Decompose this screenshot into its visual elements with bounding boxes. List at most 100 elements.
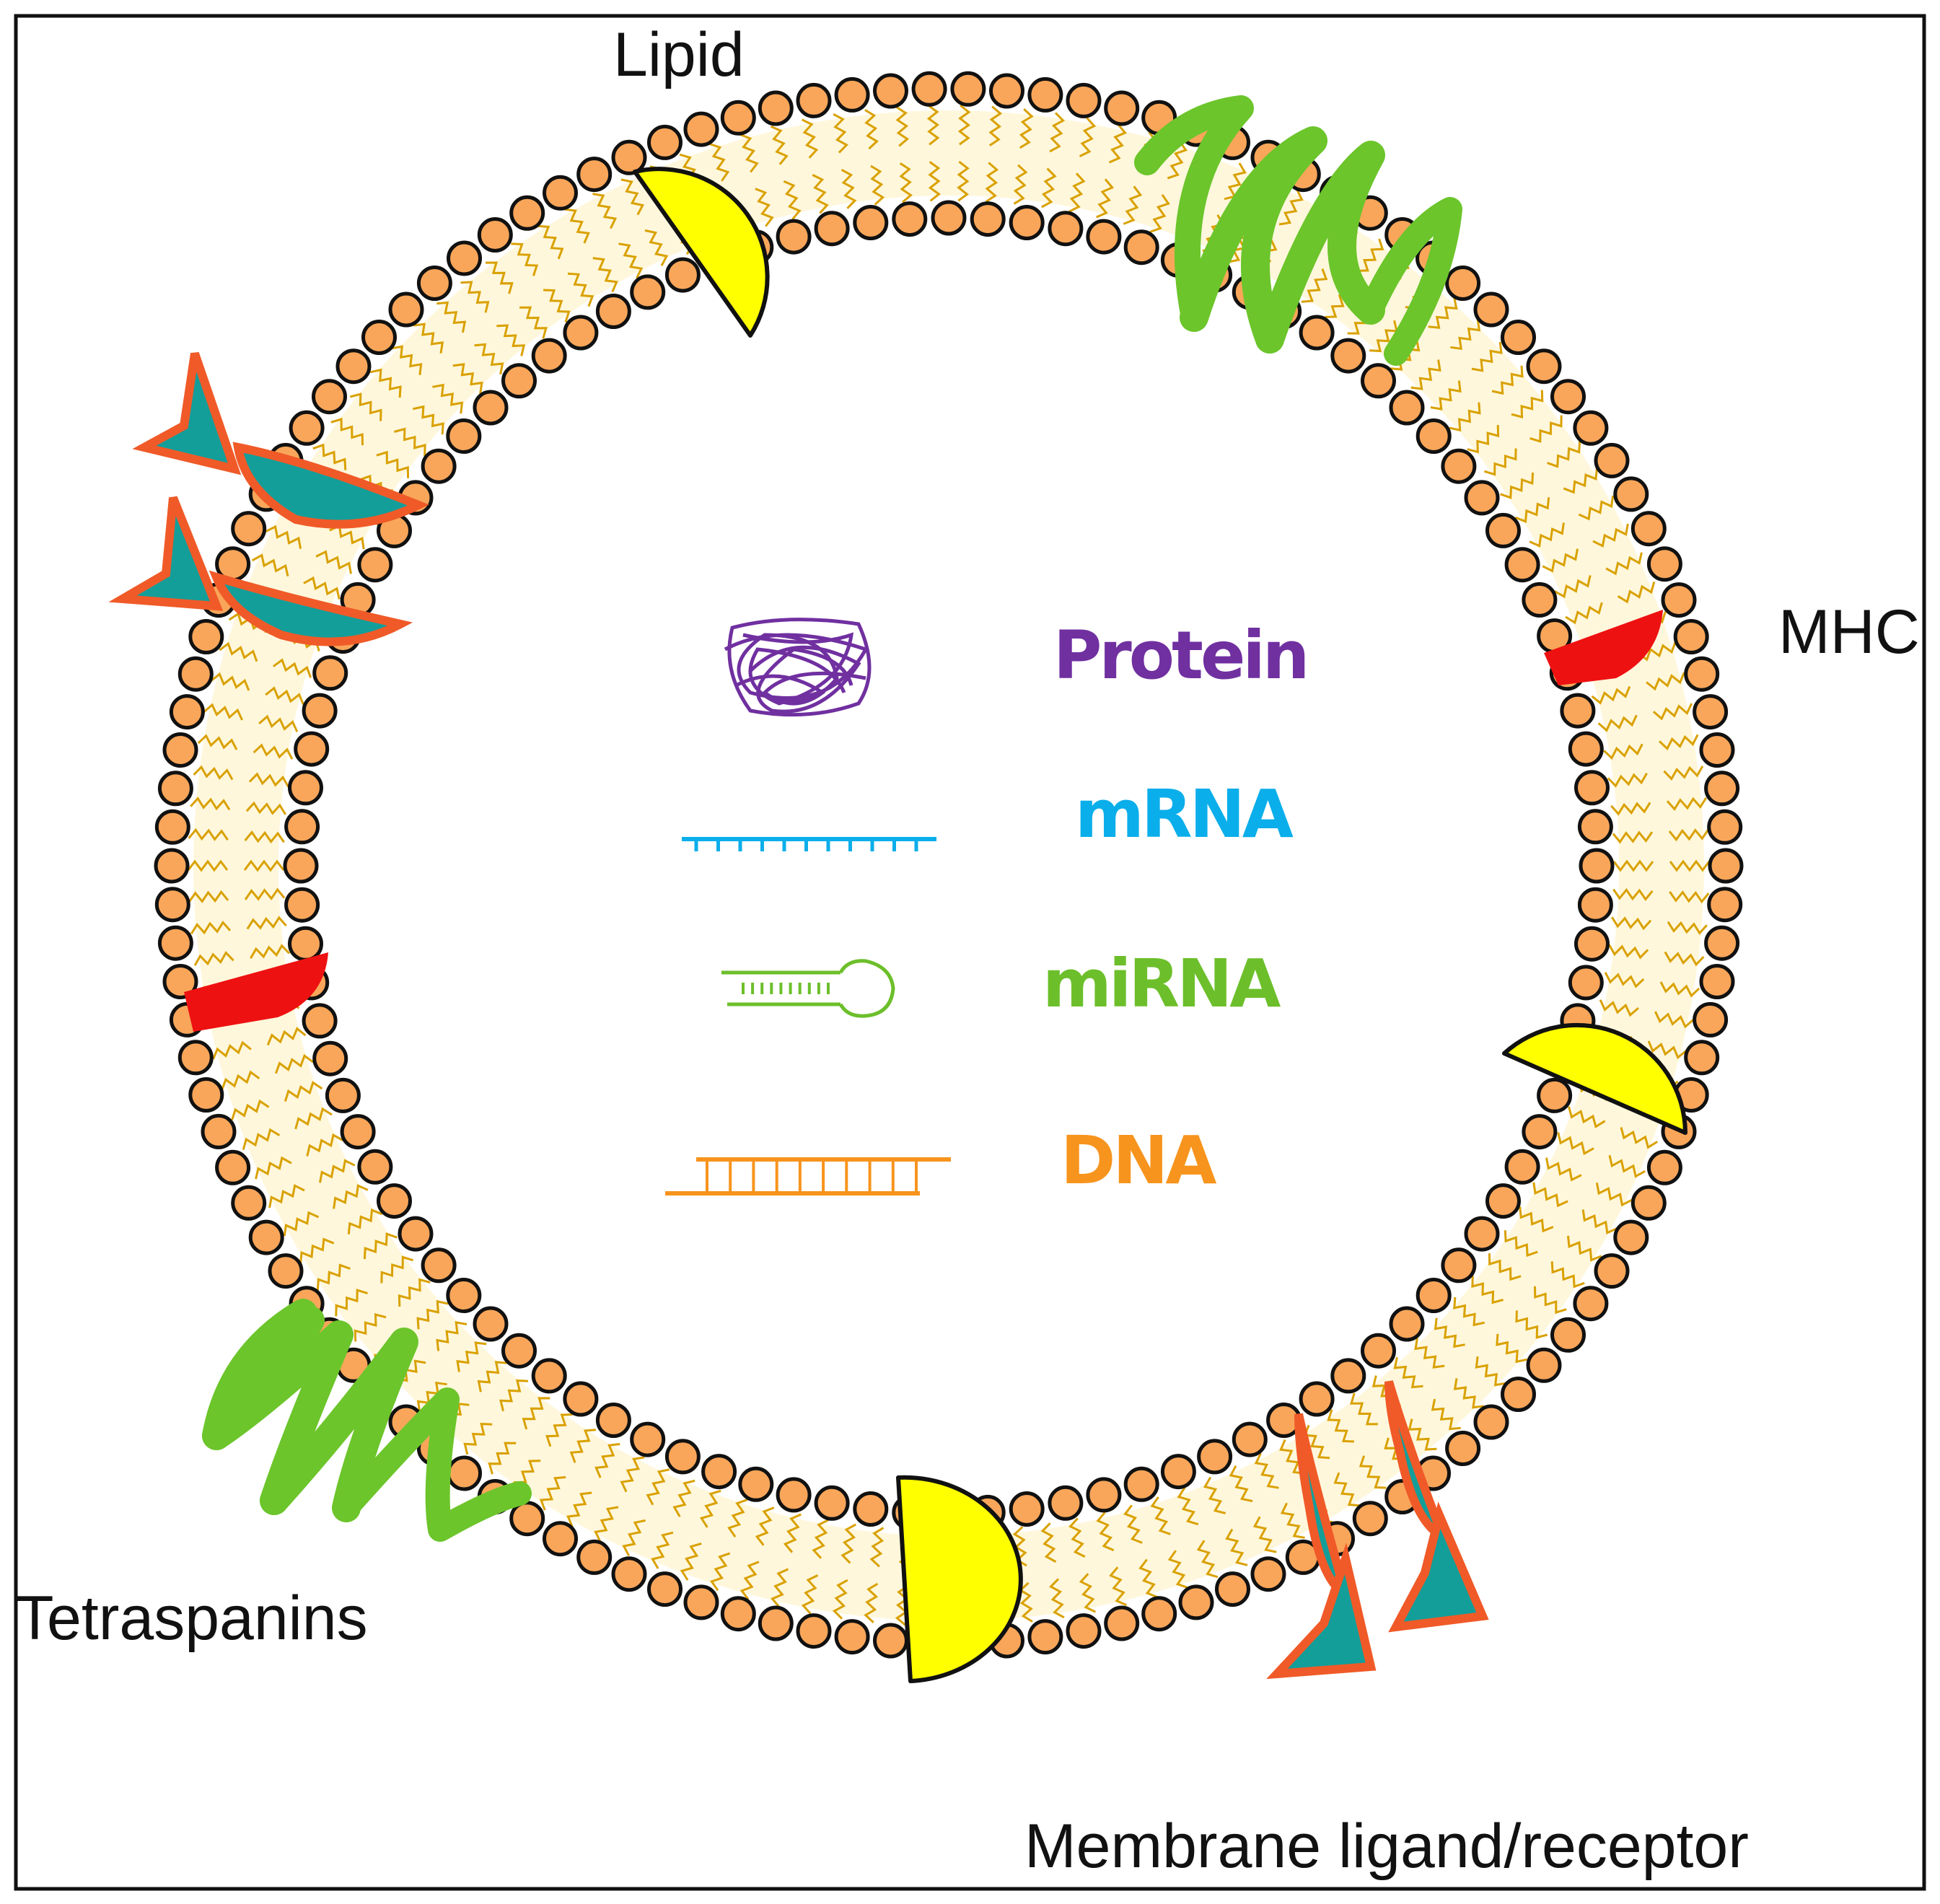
lipid-head [154,887,190,923]
lipid-head [1066,1613,1102,1649]
lipid-tail [1607,772,1648,788]
lipid-tail [255,1156,292,1180]
lipid-head [284,809,320,845]
lipid-tail [193,951,234,966]
lipid-head [630,274,666,310]
lipid-tail [592,193,618,229]
lipid-head [1613,476,1649,512]
lipid-tail [755,1506,775,1546]
lipid-tail [243,859,285,872]
lipid-tail [1430,380,1462,411]
lipid-head [312,655,348,691]
lipid-tail [1467,425,1500,454]
lipid-head [509,195,545,231]
lipid-tail [349,392,382,421]
lipid-tail [543,289,571,323]
lipid-head [647,1571,682,1607]
lipid-tail [771,1568,789,1608]
lipid-tail [333,1184,369,1209]
lipid-tail [369,368,402,398]
lipid-head [1066,82,1102,118]
lipid-tail [618,242,644,279]
lipid-tail [1578,495,1615,521]
lipid-tail [1041,167,1057,209]
lipid-tail [1414,1338,1445,1369]
lipid-tail [1568,1106,1606,1128]
lipid-head [288,926,323,962]
lipid-raft-bottom [896,1475,1023,1683]
lipid-head [1441,1247,1477,1284]
lipid-tail [1177,1487,1199,1526]
lipid-head [814,211,850,247]
lipid-head [1573,410,1609,446]
lipid-head [154,809,190,845]
lipid-tail [1534,1286,1567,1315]
mrna-bases [694,839,918,851]
lipid-head [1708,848,1744,884]
lipid-tail [306,1133,343,1157]
lipid-tail [1390,339,1421,371]
lipid-tail [895,1585,909,1626]
lipid-tail [1597,714,1638,732]
lipid-head [283,848,319,884]
lipid-head [576,1539,613,1575]
lipid-head [325,1077,361,1113]
receptor-blade [1294,1413,1353,1604]
lipid-head [162,732,198,768]
lipid-head [446,418,482,454]
lipid-head [1232,1421,1268,1457]
lipid-head [1550,1317,1586,1353]
lipid-tail [283,1211,320,1237]
lipid-tail [620,178,645,216]
lipid-tail [895,106,910,147]
lipid-head [447,1455,482,1491]
lipid-tail [253,743,294,760]
receptor-bottom-right [1384,1380,1489,1633]
lipid-tail [672,1479,695,1517]
lipid-tail [452,363,483,394]
lipid-tail [1096,178,1115,219]
lipid-tail [985,162,999,203]
mirna-icon [721,959,895,1018]
lipid-tail [221,1070,260,1090]
lipid-tail [1225,1528,1248,1566]
lipid-tail [1450,319,1481,351]
lipid-head [758,90,794,126]
lipid-tail [727,1499,748,1537]
lipid-tail [1611,916,1652,931]
lipid-tail [1449,402,1481,432]
lipid-tail [770,125,789,165]
lipid-tail [1545,1157,1582,1182]
lipid-tail [1658,734,1699,751]
lipid-tail [330,417,364,446]
lipid-tail [1659,981,1700,998]
lipid-tail [1109,1566,1128,1607]
lipid-head [289,410,325,446]
lipid-tail [1542,548,1579,573]
lipid-half-disc [633,167,770,338]
lipid-head [1160,1454,1196,1490]
lipid-tail [1612,887,1654,901]
lipid-tail [833,113,848,154]
lipid-head [388,291,424,328]
lipid-tail [268,1184,305,1208]
lipid-head [1445,1431,1481,1466]
lipid-tail [354,1313,387,1342]
mirna-loop [838,959,895,1018]
lipid-tail [539,1476,566,1511]
lipid-head [1699,964,1735,999]
lipid-tail [1617,582,1656,604]
lipid-head [720,100,756,136]
lipid-tail [566,1491,592,1527]
lipid-tail [188,828,229,841]
lipid-raft-right [1502,1022,1687,1135]
lipid-tail [1040,1522,1057,1563]
lipid-tail [1669,890,1710,904]
lipid-head [1504,1149,1540,1185]
lipid-head [647,124,682,160]
lipid-head [1522,1114,1558,1150]
lipid-head [970,201,1006,237]
lipid-tail [1079,1573,1097,1613]
lipid-tail [394,427,426,457]
